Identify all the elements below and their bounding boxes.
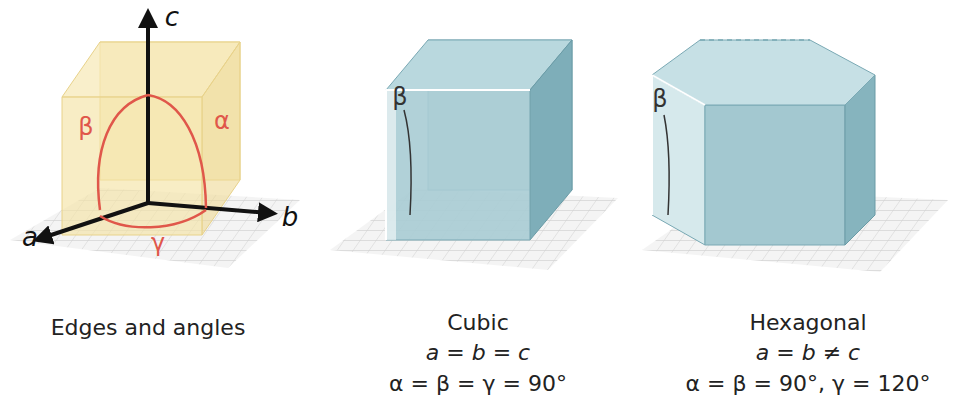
angle-label: α <box>214 108 230 136</box>
angle-relation: α = β = γ = 90° <box>389 371 567 396</box>
axis-label: b <box>282 203 299 233</box>
caption: Hexagonal <box>749 310 866 335</box>
angle-label: β <box>78 114 93 142</box>
angle-label: β <box>652 86 667 114</box>
caption: Cubic <box>447 310 508 335</box>
hexagonal-cell <box>652 40 875 245</box>
cubic-cell <box>386 40 572 240</box>
angle-arcs <box>98 95 206 227</box>
angle-relation: α = β = 90°, γ = 120° <box>686 371 931 396</box>
angle-label: β <box>392 84 407 112</box>
unit-cell-cube <box>62 42 240 235</box>
axis-label: c <box>165 3 179 33</box>
angle-label: γ <box>151 230 165 258</box>
axis-label: a <box>22 223 38 253</box>
edge-relation: a = b = c <box>426 340 530 365</box>
axes <box>42 18 268 238</box>
edge-relation: a = b ≠ c <box>756 340 860 365</box>
caption: Edges and angles <box>51 315 246 340</box>
